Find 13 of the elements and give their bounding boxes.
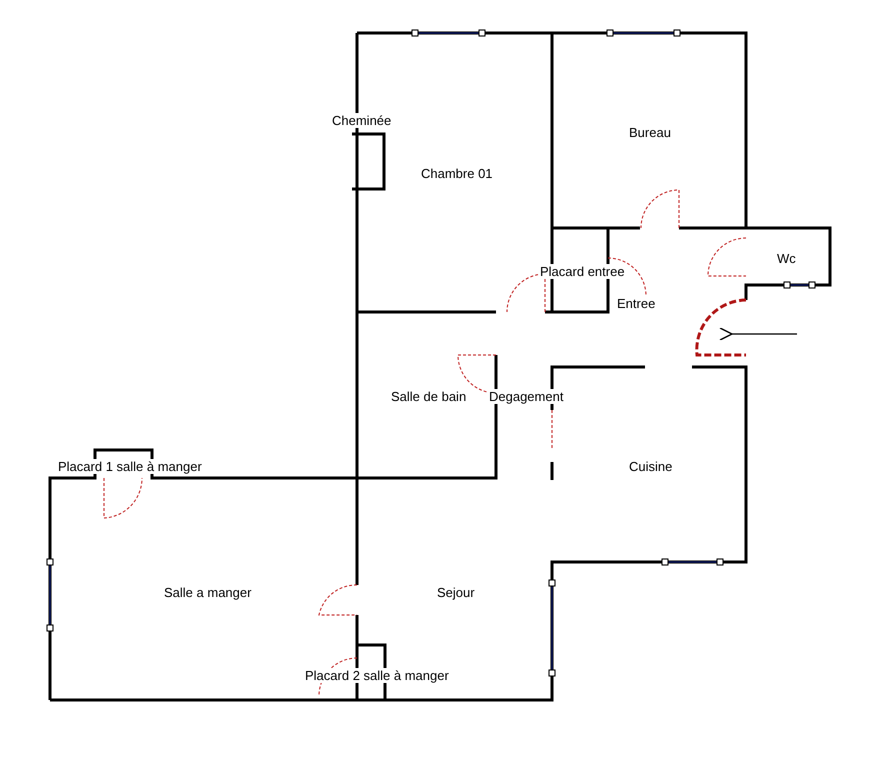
room-label: Cuisine	[628, 459, 674, 474]
room-label: Wc	[776, 251, 797, 266]
room-label: Sejour	[436, 585, 476, 600]
room-label: Salle a manger	[163, 585, 252, 600]
room-label: Placard 1 salle à manger	[57, 459, 203, 474]
room-label: Degagement	[488, 389, 564, 404]
room-label: Entree	[616, 296, 656, 311]
room-label: Salle de bain	[390, 389, 468, 404]
room-label: Bureau	[628, 125, 672, 140]
room-label: Placard entree	[539, 264, 626, 279]
room-label: Chambre 01	[420, 166, 494, 181]
room-label: Cheminée	[331, 113, 392, 128]
room-label: Placard 2 salle à manger	[304, 668, 450, 683]
